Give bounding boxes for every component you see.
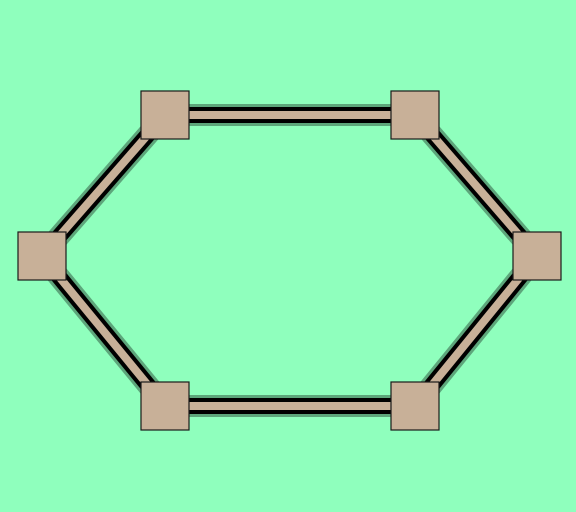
edge-fill <box>411 252 541 410</box>
nodes-layer <box>17 90 562 431</box>
node-left[interactable] <box>17 231 67 281</box>
node-bottom-left[interactable] <box>140 381 190 431</box>
edge-fill <box>38 252 169 410</box>
node-right[interactable] <box>512 231 562 281</box>
edge-bottom-left-to-left[interactable] <box>31 245 176 417</box>
edge-right-to-bottom-right[interactable] <box>404 245 548 417</box>
node-top-right[interactable] <box>390 90 440 140</box>
node-bottom-right[interactable] <box>390 381 440 431</box>
node-top-left[interactable] <box>140 90 190 140</box>
